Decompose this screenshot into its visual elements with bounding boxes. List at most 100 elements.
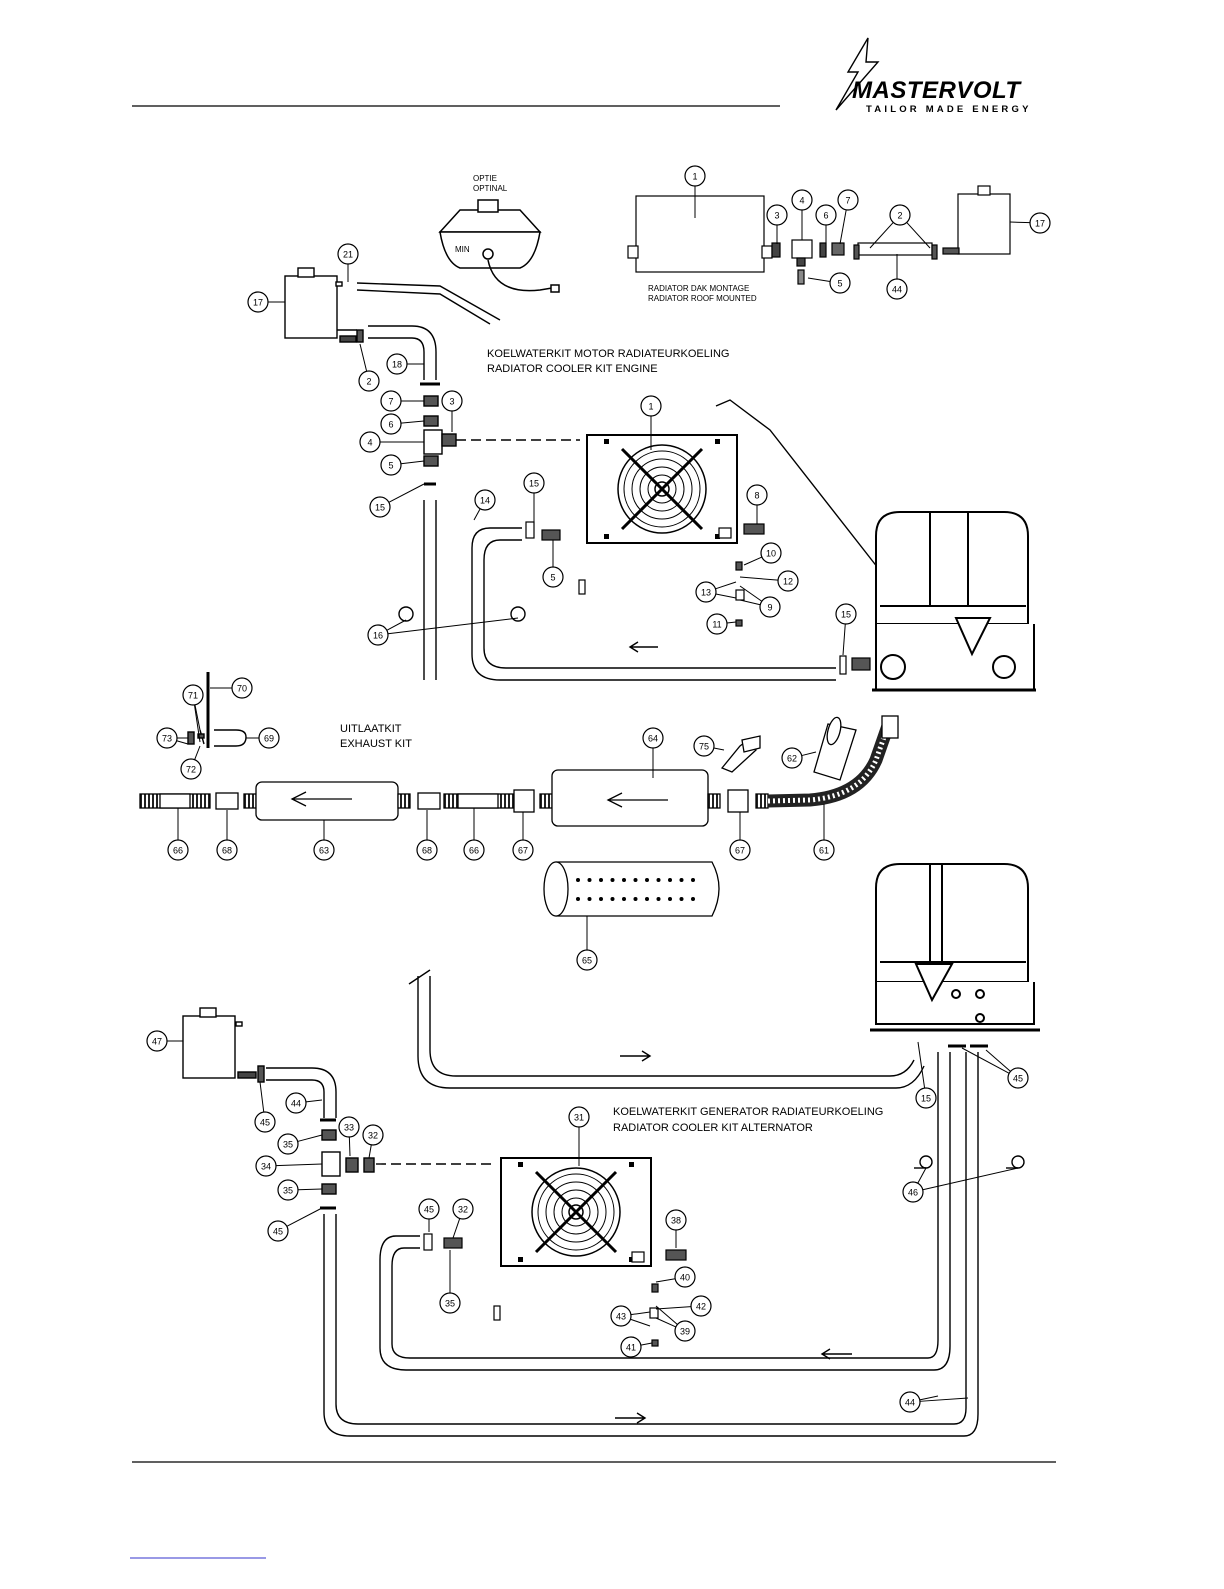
callout-c73: 73 bbox=[156, 727, 189, 749]
stud bbox=[656, 897, 661, 901]
callout-c15d: 15 bbox=[915, 1041, 937, 1109]
callout-number: 45 bbox=[273, 1227, 283, 1237]
callout-c31: 31 bbox=[568, 1106, 590, 1166]
callout-number: 44 bbox=[291, 1099, 301, 1109]
callout-number: 7 bbox=[845, 196, 850, 206]
engine-kit-title-en: RADIATOR COOLER KIT ENGINE bbox=[487, 363, 658, 375]
callout-c45a: 45 bbox=[254, 1081, 276, 1133]
callout-c44b: 44 bbox=[285, 1092, 323, 1114]
callout-c4a: 4 bbox=[791, 189, 813, 240]
callout-c12: 12 bbox=[739, 570, 799, 592]
callout-c45b: 45 bbox=[267, 1207, 323, 1242]
callout-number: 10 bbox=[766, 549, 776, 559]
roof-label-en: RADIATOR ROOF MOUNTED bbox=[648, 294, 757, 303]
callout-c4b: 4 bbox=[359, 431, 424, 453]
callout-c44a: 44 bbox=[886, 254, 908, 300]
callout-c67b: 67 bbox=[729, 812, 751, 861]
expansion-tank-optional bbox=[438, 199, 560, 293]
callout-c64: 64 bbox=[642, 727, 664, 778]
callout-c75: 75 bbox=[693, 735, 725, 757]
stud bbox=[656, 878, 661, 882]
exhaust-kit-title: UITLAATKIT bbox=[340, 723, 402, 735]
callout-number: 14 bbox=[480, 496, 490, 506]
callout-number: 15 bbox=[529, 479, 539, 489]
callout-number: 35 bbox=[445, 1299, 455, 1309]
callout-number: 44 bbox=[905, 1398, 915, 1408]
callout-number: 18 bbox=[392, 360, 402, 370]
callout-c38: 38 bbox=[665, 1209, 687, 1248]
stud bbox=[679, 878, 684, 882]
callout-number: 17 bbox=[1035, 219, 1045, 229]
callout-number: 11 bbox=[712, 620, 721, 630]
callout-number: 31 bbox=[574, 1113, 584, 1123]
exhaust-bracket-parts bbox=[187, 672, 247, 748]
callout-c40: 40 bbox=[655, 1266, 696, 1288]
callout-c70: 70 bbox=[210, 677, 253, 699]
callout-c41: 41 bbox=[620, 1336, 653, 1358]
callout-number: 67 bbox=[518, 846, 528, 856]
callout-c5b: 5 bbox=[380, 454, 425, 476]
generator-unit-upper bbox=[872, 511, 1036, 692]
callout-number: 2 bbox=[366, 377, 371, 387]
callout-c71: 71 bbox=[182, 684, 204, 743]
engine-expansion-tank bbox=[284, 267, 357, 343]
callout-number: 66 bbox=[469, 846, 479, 856]
callout-number: 15 bbox=[841, 610, 851, 620]
callout-c11: 11 bbox=[706, 613, 737, 635]
callout-number: 32 bbox=[458, 1205, 468, 1215]
callout-number: 44 bbox=[892, 285, 902, 295]
callout-number: 5 bbox=[837, 279, 842, 289]
callout-number: 8 bbox=[754, 491, 759, 501]
stud bbox=[679, 897, 684, 901]
callout-number: 73 bbox=[162, 734, 172, 744]
exhaust-line bbox=[139, 715, 899, 827]
callout-number: 64 bbox=[648, 734, 658, 744]
callout-number: 34 bbox=[261, 1162, 271, 1172]
callout-number: 45 bbox=[260, 1118, 270, 1128]
callout-c44c: 44 bbox=[899, 1391, 969, 1413]
engine-radiator-fittings bbox=[525, 521, 871, 675]
generator-radiator-fan bbox=[499, 1156, 653, 1268]
callout-number: 38 bbox=[671, 1216, 681, 1226]
callout-c66a: 66 bbox=[167, 808, 189, 861]
engine-kit-title: KOELWATERKIT MOTOR RADIATEURKOELING bbox=[487, 348, 729, 360]
callout-c35b: 35 bbox=[277, 1179, 323, 1201]
callout-number: 4 bbox=[367, 438, 372, 448]
callout-c66b: 66 bbox=[463, 808, 485, 861]
generator-unit-lower bbox=[870, 863, 1040, 1032]
callout-c34: 34 bbox=[255, 1155, 323, 1177]
callout-c18: 18 bbox=[386, 353, 424, 375]
callout-number: 43 bbox=[616, 1312, 626, 1322]
callout-c65: 65 bbox=[576, 916, 598, 971]
callout-c63: 63 bbox=[313, 820, 335, 861]
callout-number: 35 bbox=[283, 1140, 293, 1150]
callout-number: 69 bbox=[264, 734, 274, 744]
callout-number: 13 bbox=[701, 588, 711, 598]
stud bbox=[691, 878, 695, 882]
callout-number: 39 bbox=[680, 1327, 690, 1337]
callout-number: 3 bbox=[449, 397, 454, 407]
callout-number: 63 bbox=[319, 846, 329, 856]
callout-c2a: 2 bbox=[869, 204, 931, 249]
callout-c61: 61 bbox=[813, 804, 835, 861]
callout-number: 6 bbox=[823, 211, 828, 221]
callout-c47: 47 bbox=[146, 1030, 183, 1052]
callout-c15a: 15 bbox=[369, 483, 425, 518]
callout-number: 35 bbox=[283, 1186, 293, 1196]
callout-number: 4 bbox=[799, 196, 804, 206]
roof-radiator-assembly bbox=[627, 185, 1011, 285]
callout-c5c: 5 bbox=[542, 540, 564, 588]
stud bbox=[576, 897, 580, 901]
callout-c72: 72 bbox=[180, 745, 202, 780]
callout-c67a: 67 bbox=[512, 812, 534, 861]
stud bbox=[645, 878, 649, 882]
exhaust-accessories bbox=[543, 716, 857, 917]
callout-number: 1 bbox=[692, 172, 697, 182]
callout-number: 72 bbox=[186, 765, 196, 775]
callout-number: 42 bbox=[696, 1302, 706, 1312]
callout-c68a: 68 bbox=[216, 810, 238, 861]
callout-number: 62 bbox=[787, 754, 797, 764]
callout-c33: 33 bbox=[338, 1116, 360, 1157]
